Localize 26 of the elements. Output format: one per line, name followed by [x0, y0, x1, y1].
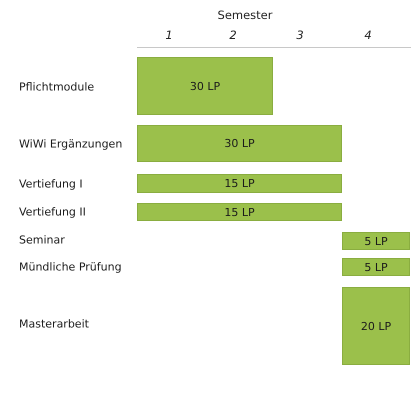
semester-number: 2	[228, 28, 238, 42]
module-label: Vertiefung II	[19, 206, 86, 218]
credit-bar	[137, 125, 342, 162]
credit-bar	[342, 258, 410, 276]
credit-bar	[342, 287, 410, 365]
credit-bar	[342, 232, 410, 250]
credit-bar	[137, 57, 273, 115]
module-label: Seminar	[19, 234, 65, 246]
axis-title: Semester	[216, 8, 274, 22]
credit-value: 30 LP	[190, 80, 220, 92]
semester-number: 1	[164, 28, 174, 42]
credit-value: 20 LP	[360, 320, 392, 332]
credit-bar	[137, 174, 342, 193]
module-label: Mündliche Prüfung	[19, 260, 122, 274]
semester-number: 4	[363, 28, 373, 42]
credit-bar	[137, 203, 342, 221]
module-label: Masterarbeit	[19, 318, 89, 330]
semester-number: 3	[295, 28, 305, 42]
credit-value: 15 LP	[224, 177, 255, 190]
module-label: Vertiefung I	[19, 178, 83, 190]
module-label: Pflichtmodule	[19, 80, 94, 94]
module-label: WiWi Ergänzungen	[19, 138, 122, 150]
credit-value: 30 LP	[224, 137, 255, 150]
credit-value: 15 LP	[224, 206, 255, 218]
credit-value: 5 LP	[364, 234, 388, 248]
credit-value: 5 LP	[364, 260, 388, 274]
